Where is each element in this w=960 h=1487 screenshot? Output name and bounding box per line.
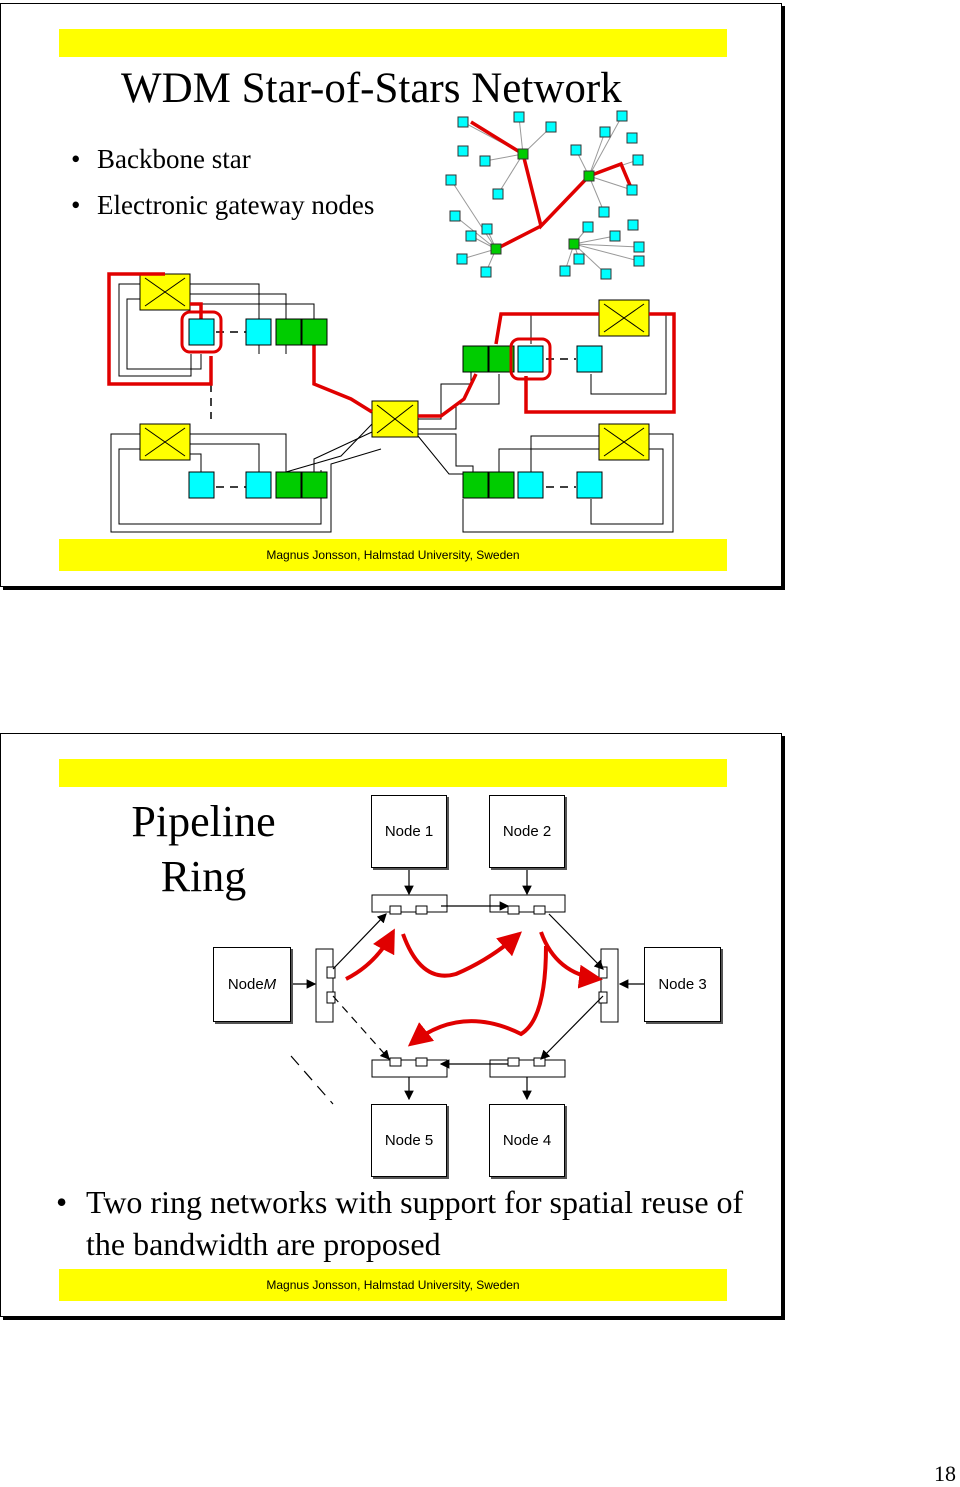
title-line-1: Pipeline [131,797,276,846]
node-1: Node 1 [371,795,447,868]
tree-green-nodes [490,148,595,255]
slide-title: WDM Star-of-Stars Network [121,65,622,112]
tree-network [450,115,640,275]
bullet-list: Backbone star Electronic gateway nodes [71,144,374,236]
node-groups [188,318,603,499]
title-line-2: Ring [160,852,247,901]
node-m-variable: M [263,976,277,993]
footer-band: Magnus Jonsson, Halmstad University, Swe… [59,539,727,571]
node-3: Node 3 [644,947,721,1022]
tree-cyan-nodes [445,110,645,280]
slide-title: Pipeline Ring [101,794,306,904]
backbone-red-path [107,272,676,418]
node-m-label: Node [227,976,264,993]
bullet-item: Electronic gateway nodes [71,190,374,236]
bullet-dot: • [56,1184,68,1220]
bullet-text: Two ring networks with support for spati… [86,1184,744,1262]
ring-couplers [315,894,619,1078]
node-5: Node 5 [371,1104,447,1177]
header-band [59,29,727,57]
node-m: Node M [213,947,291,1022]
footer-band: Magnus Jonsson, Halmstad University, Swe… [59,1269,727,1301]
page-number: 18 [934,1461,956,1486]
bullet-item: Backbone star [71,144,374,190]
tree-red-path [470,120,634,251]
bullet-item: • Two ring networks with support for spa… [56,1181,756,1265]
node-2: Node 2 [489,795,565,868]
slide-pipeline-ring: Pipeline Ring [0,733,782,1317]
footer-text: Magnus Jonsson, Halmstad University, Swe… [266,548,520,562]
header-band [59,759,727,787]
central-star-coupler [371,400,419,438]
spatial-reuse-arcs [345,928,603,1047]
star-of-stars-diagram [107,110,676,533]
node-4: Node 4 [489,1104,565,1177]
footer-text: Magnus Jonsson, Halmstad University, Swe… [266,1278,520,1292]
pipeline-ring-diagram [290,862,644,1105]
slide-star-of-stars: WDM Star-of-Stars Network Backbone star … [0,3,782,587]
